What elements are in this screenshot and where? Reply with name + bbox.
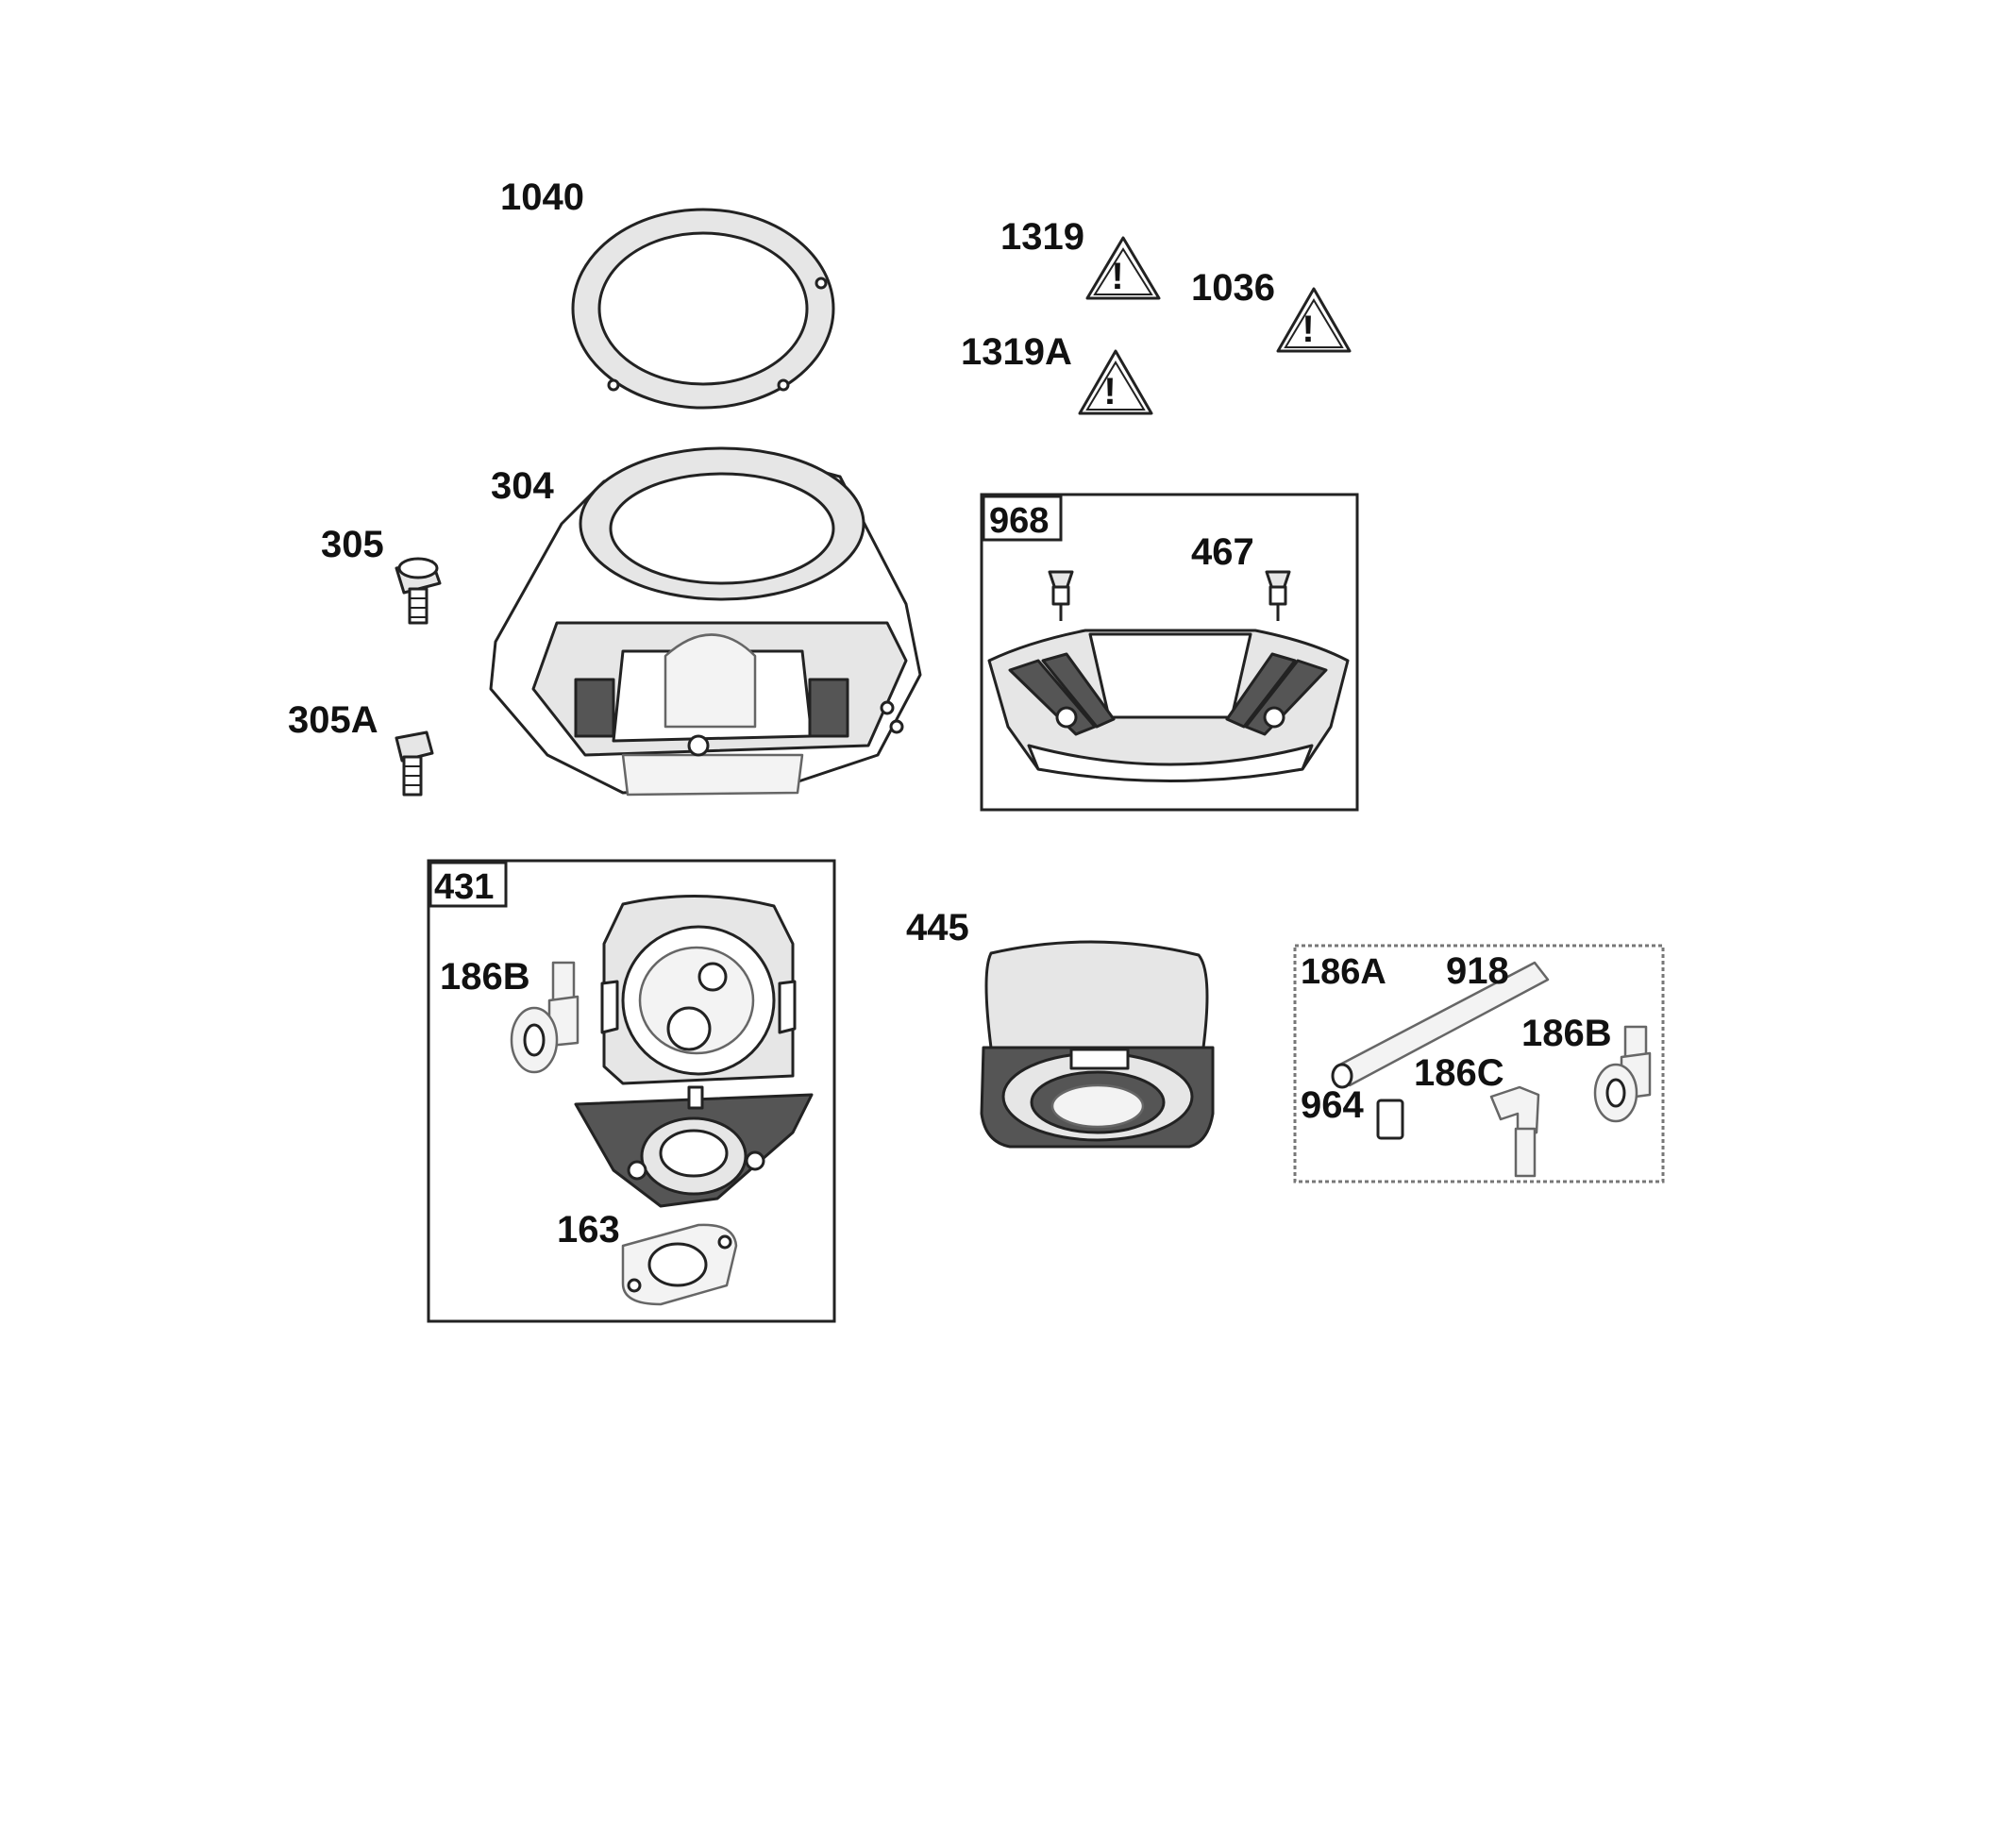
- kit-frame-186a: [1293, 944, 1665, 1183]
- part-label-304: 304: [491, 465, 554, 507]
- kit-frame-968: [980, 493, 1359, 812]
- part-label-1319a: 1319A: [961, 331, 1072, 373]
- part-label-968: 968: [989, 501, 1049, 541]
- part-label-1319: 1319: [1000, 216, 1084, 258]
- kit-tag-968: [982, 495, 1063, 542]
- part-label-186a: 186A: [1301, 952, 1386, 992]
- air-cleaner-cover-968: [987, 629, 1350, 782]
- part-label-163: 163: [557, 1209, 620, 1250]
- bolt-305a: [395, 730, 434, 797]
- warning-mark: !: [1111, 256, 1123, 297]
- part-label-186b-right: 186B: [1521, 1013, 1612, 1054]
- warning-mark: !: [1103, 371, 1116, 412]
- part-label-964: 964: [1301, 1084, 1364, 1126]
- part-label-305: 305: [321, 524, 384, 565]
- breather-tube-186b-left: [510, 961, 580, 1074]
- screw-467-right: [1265, 570, 1291, 621]
- part-label-186b-left: 186B: [440, 956, 530, 998]
- air-filter-445: [980, 940, 1215, 1149]
- kit-frame-431: [427, 859, 836, 1323]
- part-label-1040: 1040: [500, 176, 584, 218]
- part-label-186c: 186C: [1414, 1052, 1504, 1094]
- part-label-445: 445: [906, 907, 969, 948]
- elbow-186c: [1489, 1085, 1540, 1178]
- breather-tube-186b-right: [1593, 1025, 1652, 1123]
- part-label-467: 467: [1191, 531, 1254, 573]
- warning-decal-1319a-icon: [1078, 349, 1153, 415]
- blower-housing-304: [489, 446, 922, 797]
- breather-hose-918: [1331, 961, 1550, 1089]
- bolt-305: [395, 557, 442, 625]
- part-label-918: 918: [1446, 950, 1509, 992]
- clamp-964: [1376, 1099, 1404, 1140]
- part-label-305a: 305A: [288, 699, 378, 741]
- part-label-1036: 1036: [1191, 267, 1275, 309]
- part-label-431: 431: [434, 867, 494, 907]
- air-cleaner-base-431: [574, 894, 814, 1208]
- warning-mark: !: [1302, 309, 1314, 350]
- kit-tag-431: [428, 861, 508, 908]
- warning-decal-1319-icon: [1085, 236, 1161, 300]
- gasket-163: [621, 1223, 738, 1306]
- rotating-screen-ring: [571, 208, 835, 410]
- warning-decal-1036-icon: [1276, 287, 1352, 353]
- screw-467-left: [1048, 570, 1074, 621]
